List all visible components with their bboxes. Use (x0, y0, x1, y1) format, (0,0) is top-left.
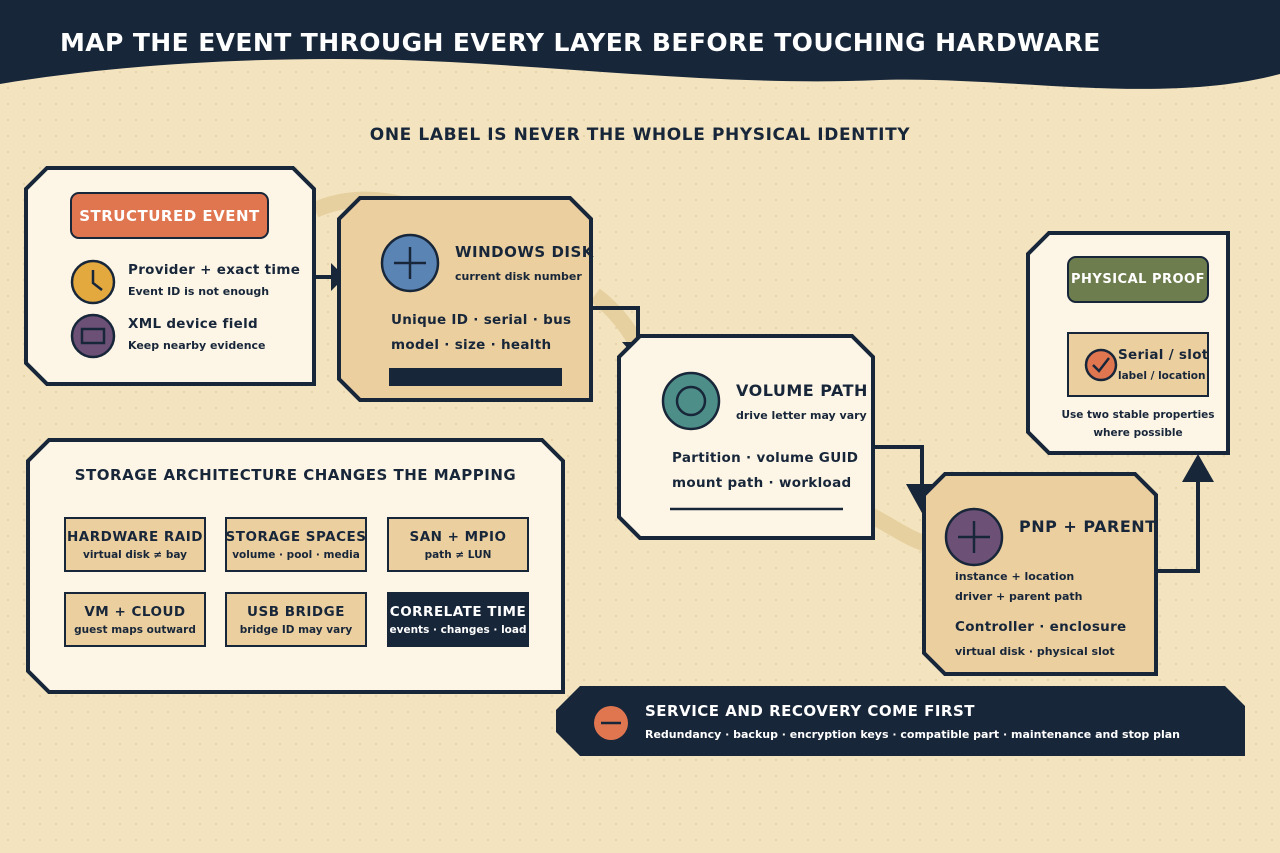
circle-icon (661, 371, 721, 431)
tile-detail: guest maps outward (74, 623, 196, 636)
tile-detail: bridge ID may vary (239, 623, 353, 636)
tile-detail: virtual disk ≠ bay (82, 548, 188, 561)
service-banner-shape (556, 686, 1245, 756)
clock-icon (70, 259, 116, 305)
windows-disk-title: WINDOWS DISK (455, 243, 594, 261)
tile-detail: volume · pool · media (232, 548, 360, 561)
physical-proof-note: where possible (1093, 427, 1183, 439)
service-banner-detail: Redundancy · backup · encryption keys · … (645, 728, 1181, 741)
physical-proof-note: Use two stable properties (1061, 409, 1215, 421)
pnp-parent-line: instance + location (955, 570, 1075, 583)
tile-title: VM + CLOUD (84, 603, 186, 620)
volume-path-line: mount path · workload (672, 475, 852, 491)
windows-disk-line: model · size · health (391, 337, 552, 353)
tile-detail: events · changes · load (389, 623, 527, 636)
physical-proof-item-title: Serial / slot (1118, 347, 1209, 363)
structured-event-badge: STRUCTURED EVENT (70, 192, 269, 239)
service-banner-title: SERVICE AND RECOVERY COME FIRST (645, 702, 975, 720)
storage-tile-san-mpio: SAN + MPIO path ≠ LUN (387, 517, 529, 572)
storage-tile-vm-cloud: VM + CLOUD guest maps outward (64, 592, 206, 647)
event-item-title: Provider + exact time (128, 262, 301, 278)
physical-proof-item-detail: label / location (1118, 370, 1206, 382)
physical-proof-badge: PHYSICAL PROOF (1067, 256, 1209, 303)
page-subtitle: ONE LABEL IS NEVER THE WHOLE PHYSICAL ID… (369, 125, 911, 145)
tile-title: SAN + MPIO (409, 528, 507, 545)
tile-title: HARDWARE RAID (67, 528, 203, 545)
event-item-title: XML device field (128, 316, 258, 332)
header-banner (0, 0, 1280, 89)
tile-detail: path ≠ LUN (424, 548, 492, 561)
tile-title: CORRELATE TIME (389, 603, 527, 620)
connector-pnp-to-proof (1156, 478, 1200, 573)
plus-icon (944, 507, 1004, 567)
event-item-detail: Event ID is not enough (128, 285, 270, 298)
page-title: MAP THE EVENT THROUGH EVERY LAYER BEFORE… (60, 28, 1101, 57)
connector-disk-to-volume (591, 306, 640, 342)
connector-volume-to-pnp (873, 445, 924, 488)
pnp-parent-title: PNP + PARENT (1019, 517, 1157, 536)
event-item-detail: Keep nearby evidence (128, 339, 266, 352)
volume-path-detail: drive letter may vary (736, 409, 867, 422)
volume-path-title: VOLUME PATH (736, 381, 868, 400)
pnp-parent-line: virtual disk · physical slot (955, 645, 1115, 658)
volume-path-line: Partition · volume GUID (672, 450, 859, 466)
background-ribbon (866, 507, 933, 553)
windows-disk-bar (389, 368, 562, 386)
tile-title: STORAGE SPACES (225, 528, 367, 545)
windows-disk-detail: current disk number (455, 270, 582, 283)
checkmark-icon (1084, 348, 1118, 382)
storage-tile-hardware-raid: HARDWARE RAID virtual disk ≠ bay (64, 517, 206, 572)
storage-architecture-title: STORAGE ARCHITECTURE CHANGES THE MAPPING (74, 466, 517, 484)
device-icon (70, 313, 116, 359)
minus-icon (594, 706, 628, 740)
pnp-parent-line: driver + parent path (955, 590, 1083, 603)
plus-icon (380, 233, 440, 293)
storage-tile-usb-bridge: USB BRIDGE bridge ID may vary (225, 592, 367, 647)
tile-title: USB BRIDGE (247, 603, 345, 620)
storage-tile-correlate-time: CORRELATE TIME events · changes · load (387, 592, 529, 647)
windows-disk-line: Unique ID · serial · bus (391, 312, 572, 328)
arrowhead (1182, 454, 1214, 482)
pnp-parent-line: Controller · enclosure (955, 619, 1127, 635)
storage-tile-storage-spaces: STORAGE SPACES volume · pool · media (225, 517, 367, 572)
volume-path-card (617, 334, 875, 540)
